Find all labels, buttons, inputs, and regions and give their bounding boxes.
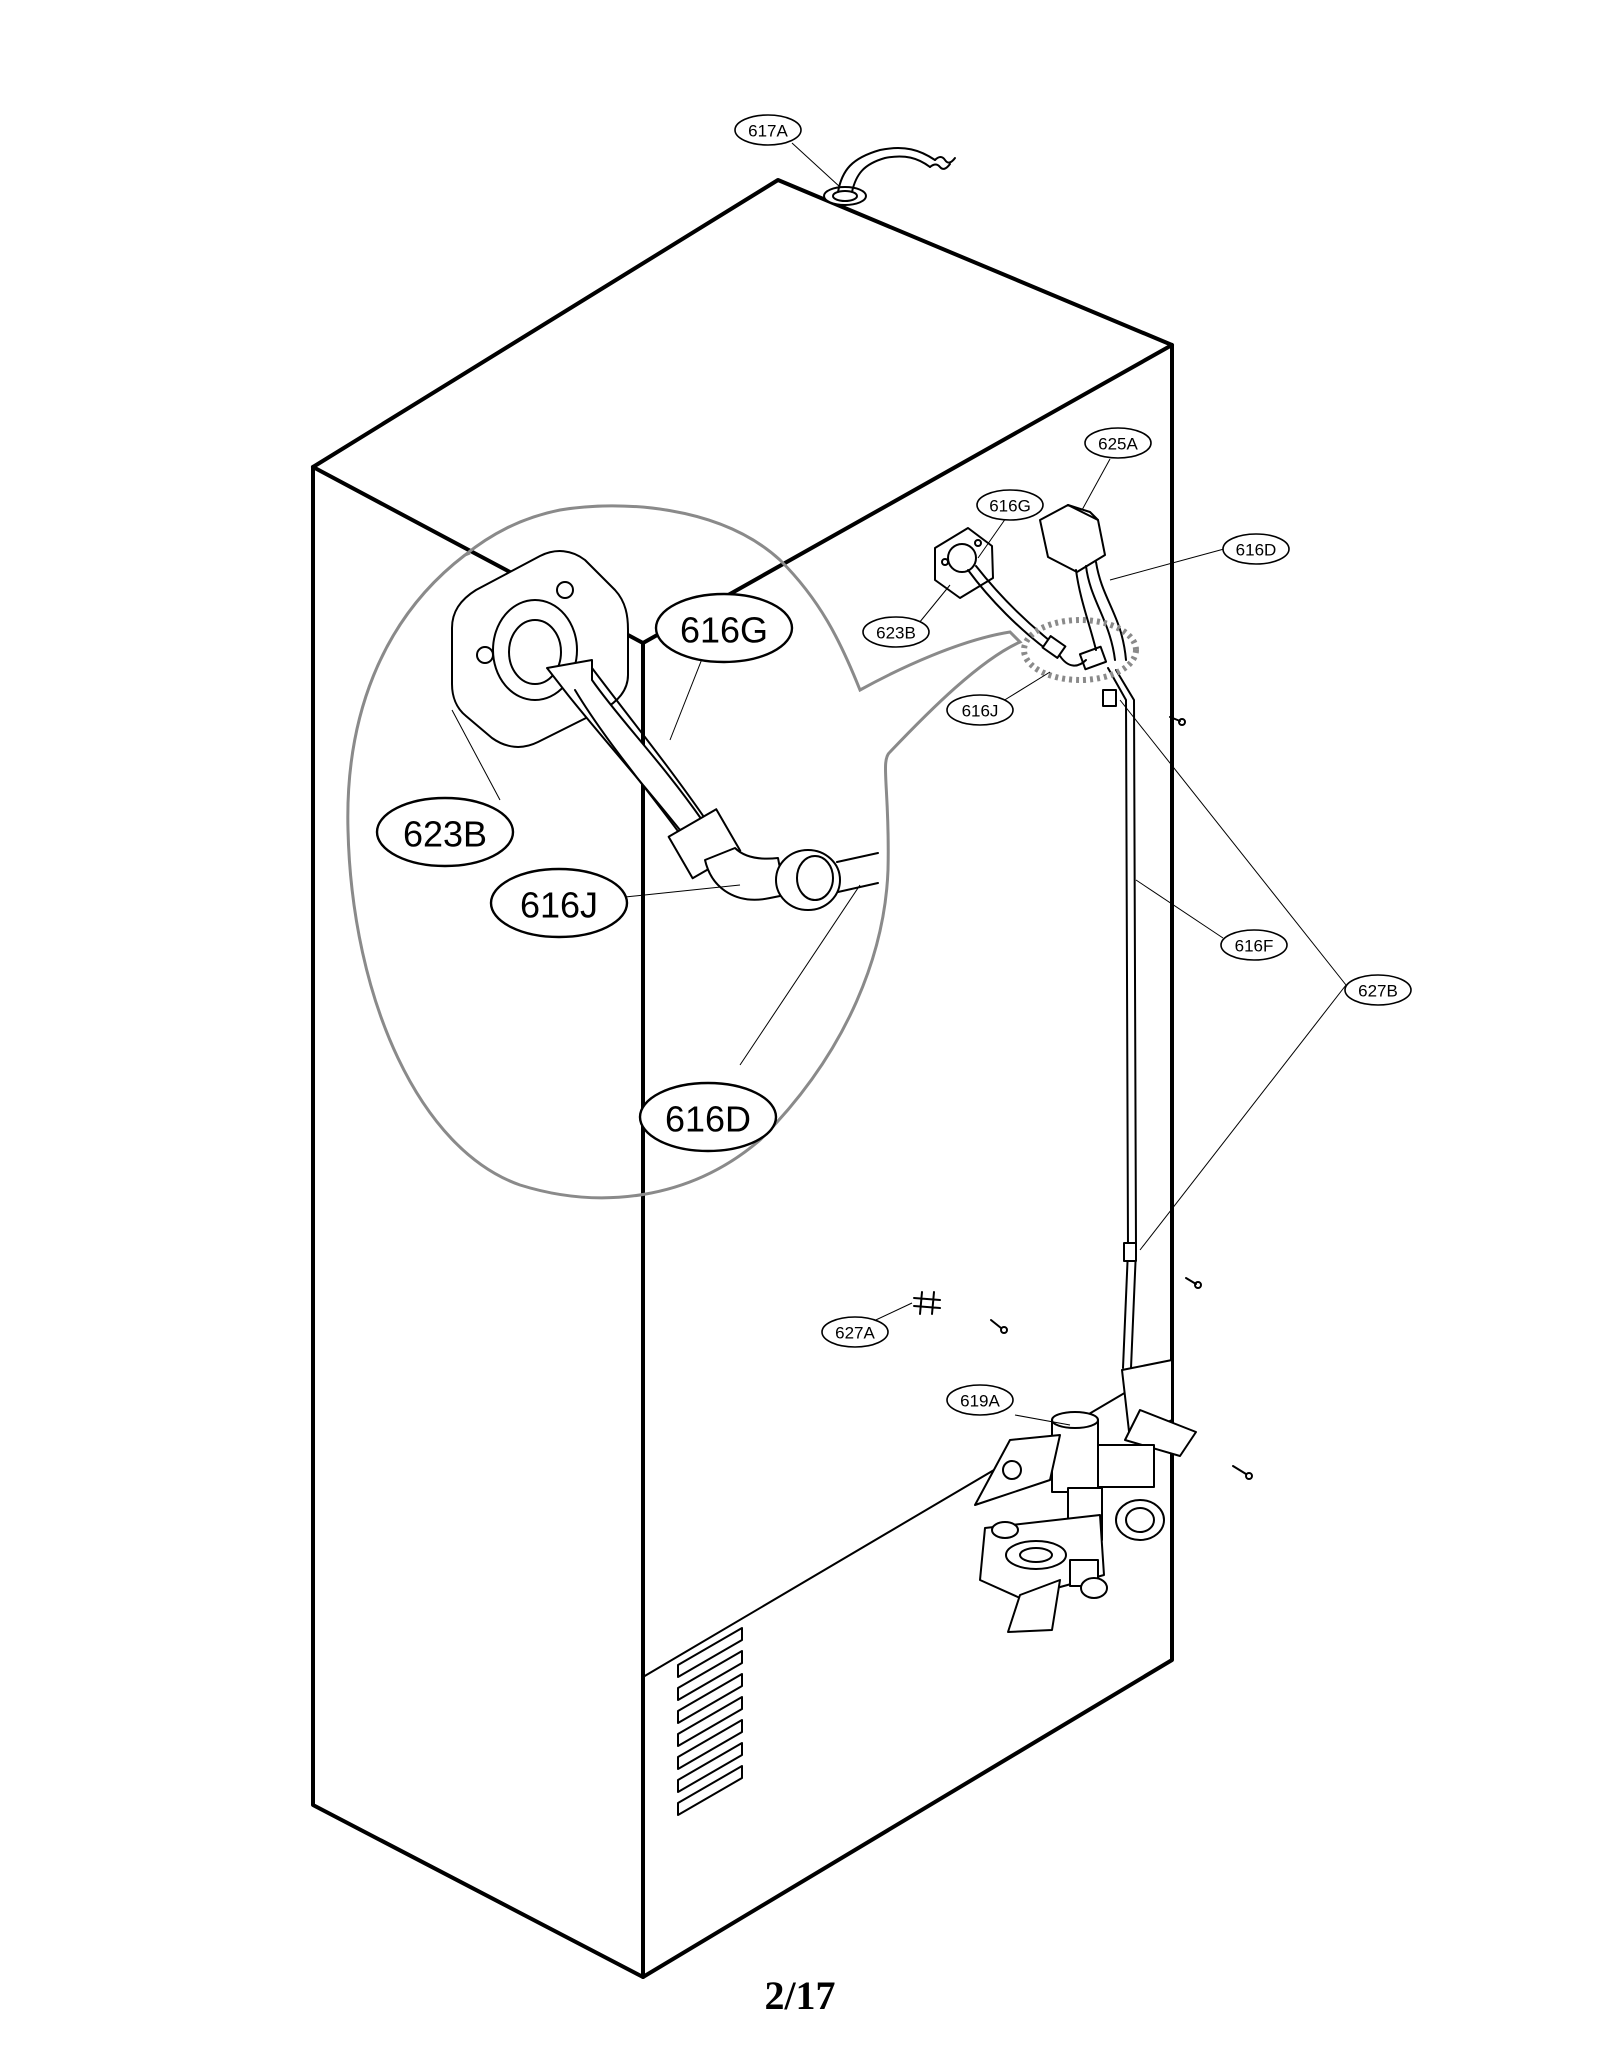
callout-label: 627A <box>835 1324 875 1343</box>
callout-label: 616D <box>1236 541 1277 560</box>
callout-label: 616G <box>989 497 1031 516</box>
callout-625A: 625A <box>1084 427 1152 459</box>
callout-label: 616D <box>665 1099 751 1140</box>
callout-616G: 616G <box>976 489 1044 521</box>
water-valve-619A <box>974 1359 1197 1633</box>
detail-callout-623B: 623B <box>375 796 515 868</box>
screw-icon <box>1169 716 1186 726</box>
water-line-assembly <box>913 504 1253 1480</box>
callout-619A: 619A <box>946 1384 1014 1416</box>
callout-label: 625A <box>1098 435 1138 454</box>
detail-callout-616D: 616D <box>638 1081 778 1153</box>
vent-grille <box>677 1627 743 1816</box>
callout-label: 616F <box>1235 937 1274 956</box>
refrigerator-cabinet <box>311 178 1174 1979</box>
inlet-plate-small <box>934 527 994 599</box>
solenoid-625A <box>1039 504 1127 661</box>
power-cord-grommet <box>823 147 956 206</box>
callout-616J: 616J <box>946 694 1014 726</box>
callout-616D: 616D <box>1222 533 1290 565</box>
callout-623B: 623B <box>862 616 930 648</box>
detail-callout-616G: 616G <box>654 592 794 664</box>
callout-label: 616J <box>520 885 598 926</box>
callout-label: 616G <box>680 610 768 651</box>
callout-616F: 616F <box>1220 929 1288 961</box>
connector-small <box>1041 635 1108 671</box>
callout-label: 627B <box>1358 982 1398 1001</box>
page-number: 2/17 <box>764 1973 836 2018</box>
tube-clamp-lower <box>1123 1242 1137 1262</box>
callout-label: 623B <box>403 814 487 855</box>
callout-label: 617A <box>748 122 788 141</box>
screw-icon <box>990 1319 1008 1334</box>
tube-clamp-upper <box>1102 689 1117 707</box>
callout-617A: 617A <box>734 114 802 146</box>
callout-label: 616J <box>962 702 999 721</box>
detail-highlight-ring <box>1021 617 1139 683</box>
callout-label: 623B <box>876 624 916 643</box>
callout-label: 619A <box>960 1392 1000 1411</box>
screw-icon <box>1185 1277 1202 1289</box>
callout-627A: 627A <box>821 1316 889 1348</box>
tube-clip-627A <box>913 1291 941 1315</box>
callout-627B: 627B <box>1344 974 1412 1006</box>
detail-zoom-bubble <box>346 504 1023 1200</box>
detail-callout-616J: 616J <box>489 867 629 939</box>
screw-icon <box>1232 1465 1253 1480</box>
